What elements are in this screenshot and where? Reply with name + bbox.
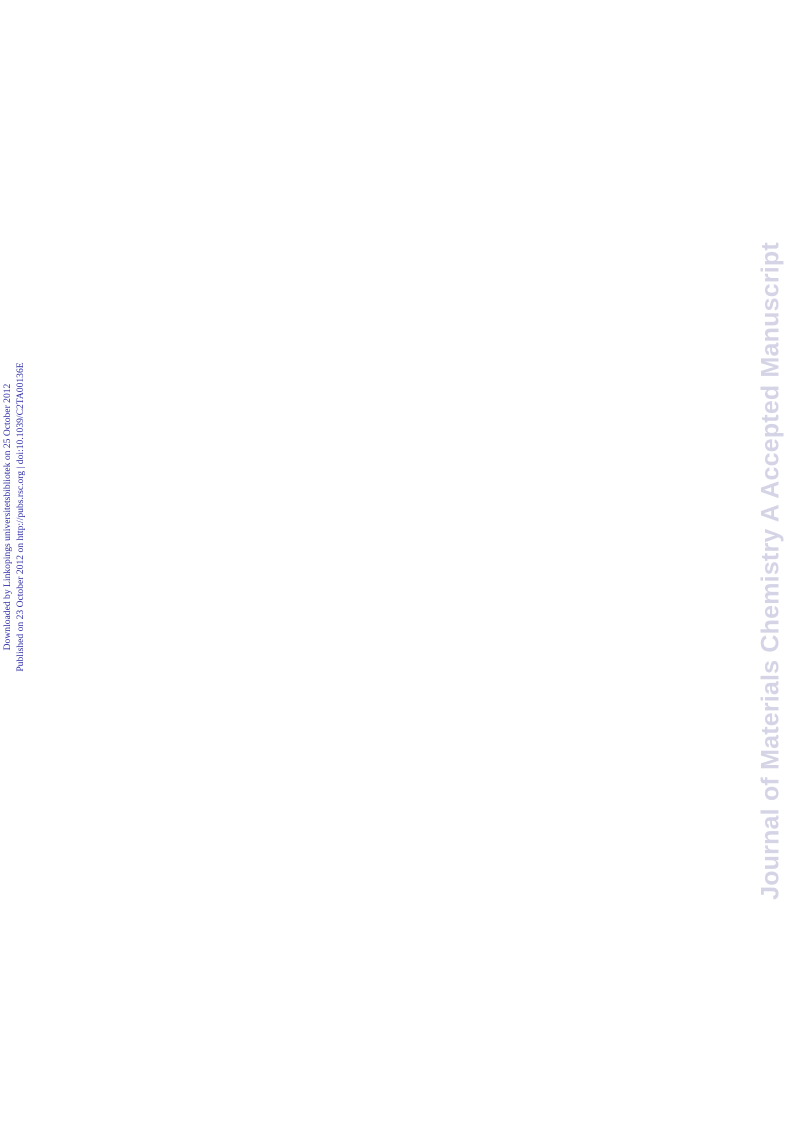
downloaded-line: Downloaded by Linkopings universitetsbib… — [2, 383, 13, 651]
published-line: Published on 23 October 2012 on http://p… — [15, 362, 26, 672]
provenance-note: Downloaded by Linkopings universitetsbib… — [1, 337, 27, 697]
accepted-manuscript-watermark: Journal of Materials Chemistry A Accepte… — [756, 242, 785, 900]
